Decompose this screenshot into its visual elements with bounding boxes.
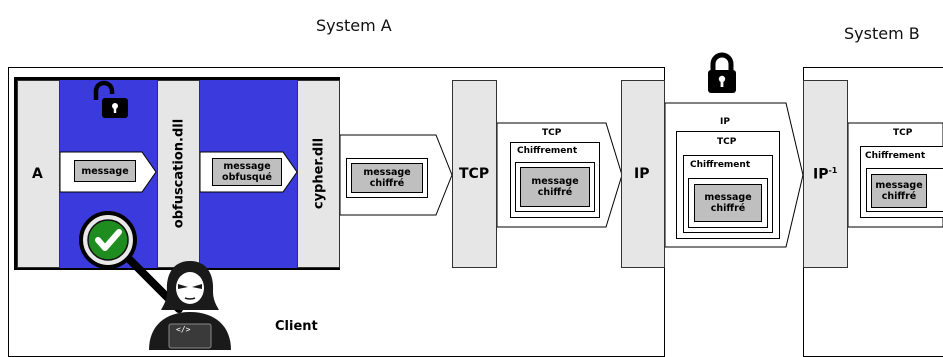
b-tcp-header: TCP bbox=[893, 128, 913, 138]
ip-packet-header: IP bbox=[720, 117, 730, 127]
b-encryption-label: Chiffrement bbox=[865, 151, 926, 161]
column-ip-inverse-label: IP-1 bbox=[813, 166, 837, 183]
hacker-screen-text: </> bbox=[176, 325, 191, 334]
tcp-packet-header: TCP bbox=[542, 128, 562, 138]
column-tcp-label: TCP bbox=[459, 166, 490, 182]
system-a-title: System A bbox=[316, 16, 392, 35]
column-cypher bbox=[297, 80, 340, 268]
column-tcp bbox=[452, 80, 497, 268]
message-plain: message bbox=[74, 160, 136, 182]
message-encrypted-4: message chiffré bbox=[871, 174, 927, 208]
hacker-icon bbox=[149, 261, 231, 350]
ip-inverse-base: IP bbox=[813, 166, 829, 183]
message-encrypted-2: message chiffré bbox=[520, 167, 590, 207]
tcp-encryption-label: Chiffrement bbox=[517, 146, 578, 156]
column-a-label: A bbox=[32, 166, 43, 182]
message-obfuscated: message obfusqué bbox=[212, 158, 282, 186]
ip-inverse-exponent: -1 bbox=[828, 166, 838, 175]
client-label: Client bbox=[275, 319, 318, 334]
column-ip-label: IP bbox=[634, 166, 650, 182]
column-obfuscation bbox=[157, 80, 200, 268]
column-ip bbox=[621, 80, 665, 268]
system-b-title: System B bbox=[844, 24, 920, 43]
message-encrypted-1: message chiffré bbox=[351, 163, 423, 193]
locked-padlock-icon bbox=[708, 52, 736, 93]
ip-encryption-label: Chiffrement bbox=[690, 160, 751, 170]
unlocked-padlock-icon bbox=[93, 80, 128, 118]
cypher-dll-label: cypher.dll bbox=[311, 137, 327, 210]
ip-tcp-label: TCP bbox=[717, 137, 737, 147]
column-ip-inverse bbox=[803, 80, 848, 268]
message-encrypted-3: message chiffré bbox=[694, 184, 762, 222]
column-a bbox=[17, 80, 60, 268]
